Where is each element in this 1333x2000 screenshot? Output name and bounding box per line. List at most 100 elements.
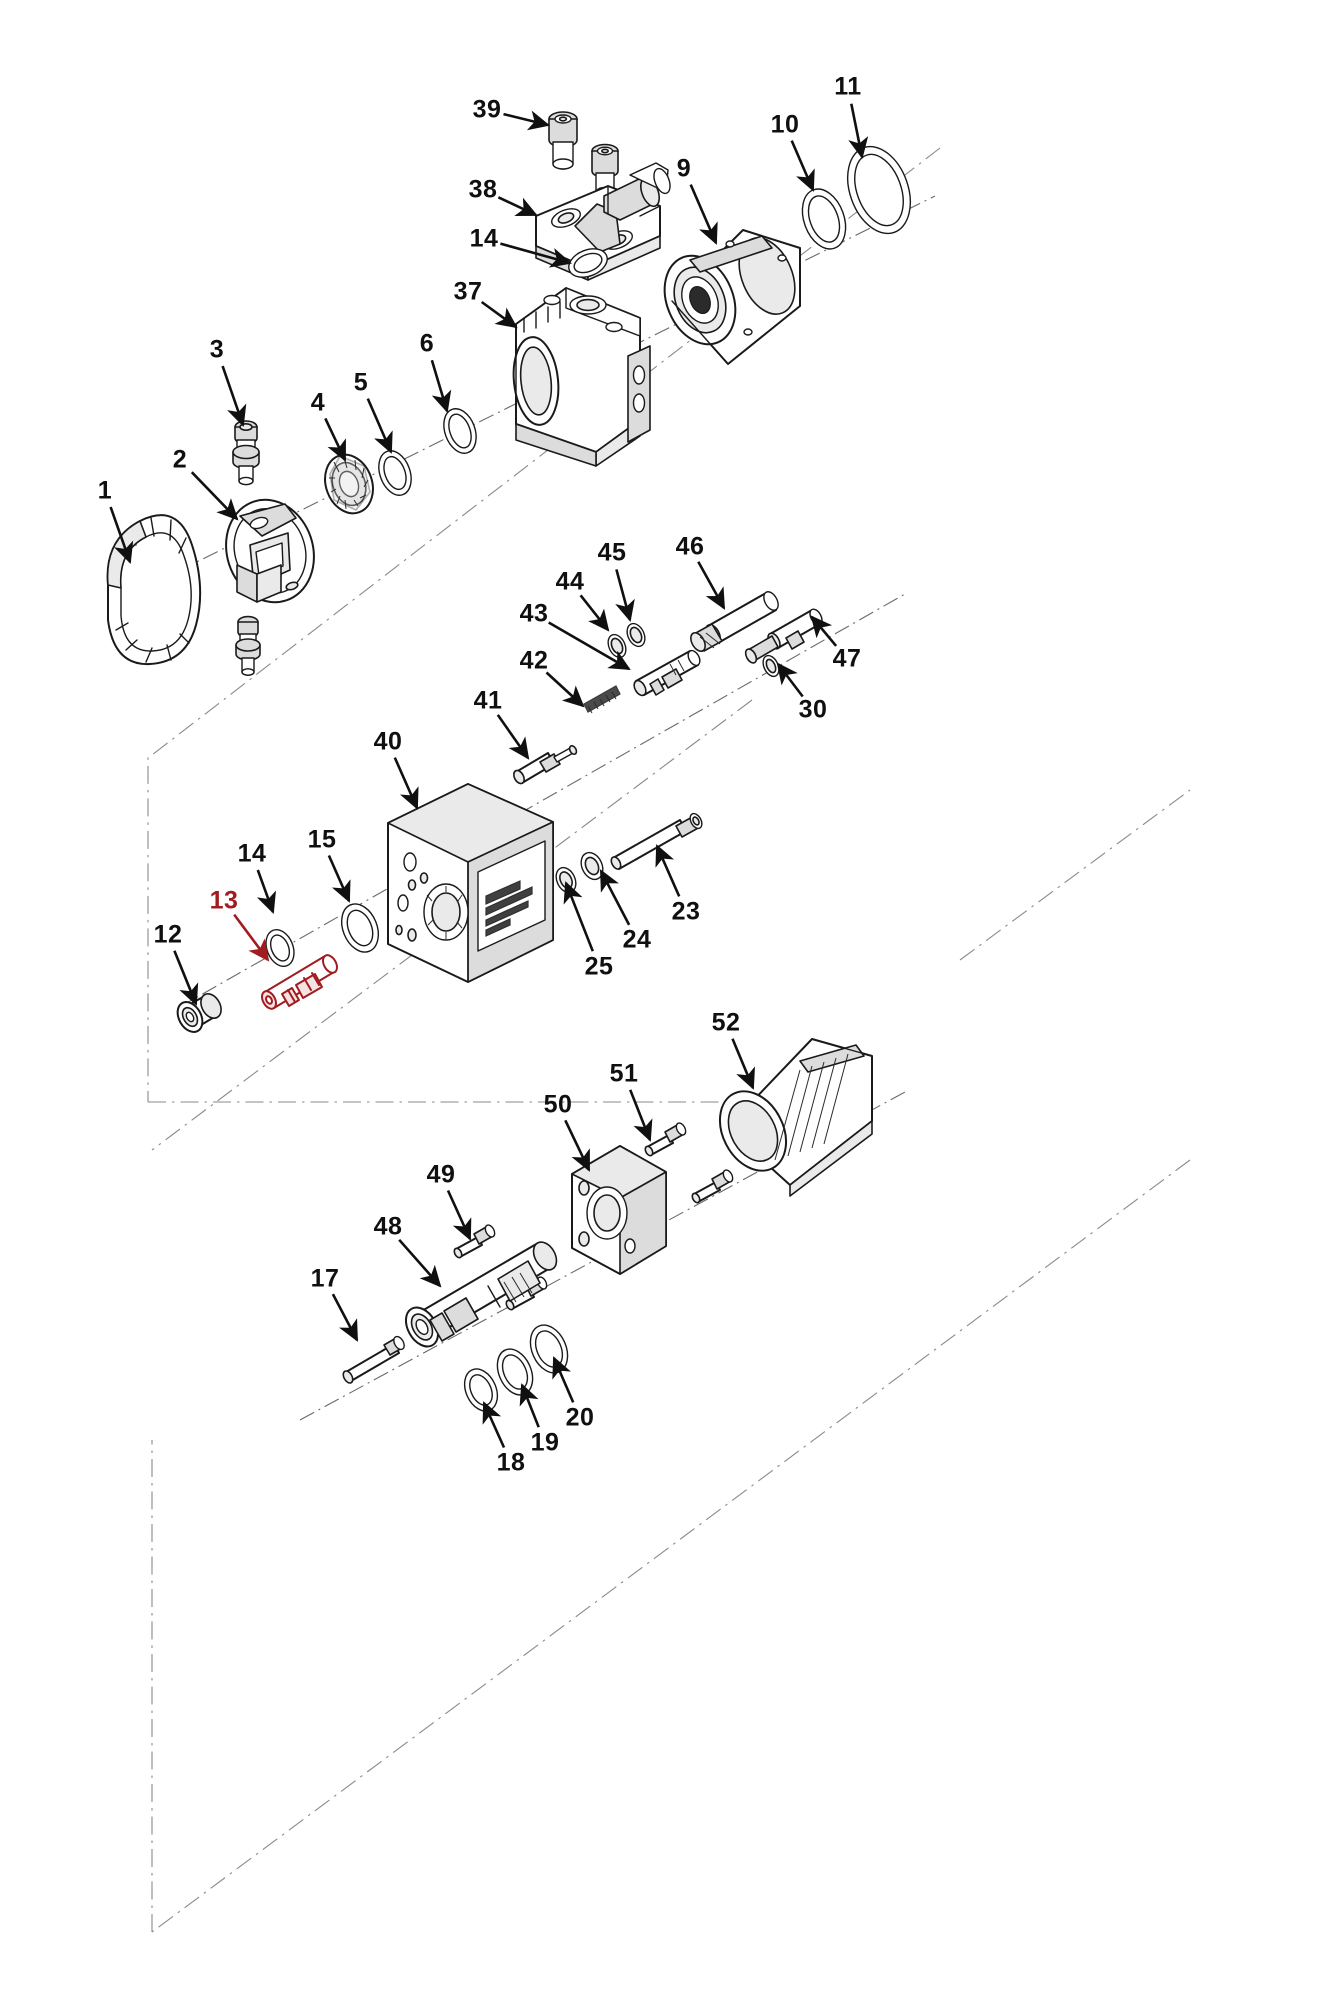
leader-line-15 xyxy=(327,854,351,903)
part-6-oring xyxy=(443,408,477,454)
callout-label-2: 2 xyxy=(172,445,188,474)
part-13-highlighted-cartridge xyxy=(261,954,338,1010)
part-25-washer xyxy=(555,866,577,894)
callout-label-23: 23 xyxy=(671,897,701,926)
part-24-washer xyxy=(580,851,604,881)
leader-line-17 xyxy=(331,1293,359,1342)
callout-label-20: 20 xyxy=(565,1403,595,1432)
callout-label-5: 5 xyxy=(353,368,369,397)
callout-label-9: 9 xyxy=(676,154,692,183)
leader-line-10 xyxy=(790,140,815,192)
leader-line-39 xyxy=(503,110,551,131)
callout-label-46: 46 xyxy=(675,532,705,561)
part-14-oring-lower xyxy=(265,929,295,967)
part-23-long-bolt xyxy=(610,812,703,870)
leader-line-30 xyxy=(776,662,804,698)
callout-label-43: 43 xyxy=(519,599,549,628)
part-52-sleeve xyxy=(718,1038,873,1197)
part-14-oring-upper xyxy=(568,248,608,278)
leader-line-13 xyxy=(233,913,270,962)
part-42-spring xyxy=(583,685,621,714)
part-18-oring xyxy=(463,1368,499,1412)
callout-label-14: 14 xyxy=(237,839,267,868)
part-40-manifold-block xyxy=(387,783,554,983)
leader-line-47 xyxy=(810,615,838,647)
leader-line-25 xyxy=(563,881,595,952)
callout-label-11: 11 xyxy=(834,72,862,101)
leader-line-51 xyxy=(628,1089,653,1142)
part-38-clamp-bracket xyxy=(535,162,671,281)
part-48-piston-assembly xyxy=(404,1241,558,1348)
leader-line-43 xyxy=(548,621,631,671)
leader-line-5 xyxy=(366,398,393,454)
part-40-nameplate xyxy=(477,840,546,952)
leader-line-4 xyxy=(324,417,347,462)
part-9-cartridge xyxy=(663,229,801,365)
callout-label-51: 51 xyxy=(609,1059,639,1088)
part-15-oring xyxy=(340,903,380,953)
callout-label-30: 30 xyxy=(798,695,828,724)
callout-label-25: 25 xyxy=(584,952,614,981)
leader-line-45 xyxy=(615,569,635,623)
leader-line-37 xyxy=(480,300,518,329)
callout-label-52: 52 xyxy=(711,1008,741,1037)
leader-line-24 xyxy=(599,869,631,926)
leader-line-11 xyxy=(848,103,869,160)
part-3-fitting xyxy=(232,420,260,486)
callout-leader-lines xyxy=(109,103,869,1449)
leader-line-48 xyxy=(398,1238,442,1288)
callout-label-47: 47 xyxy=(832,644,862,673)
leader-line-12 xyxy=(173,950,199,1006)
callout-label-3: 3 xyxy=(209,335,225,364)
part-2-housing xyxy=(225,498,315,604)
leader-line-50 xyxy=(564,1119,591,1172)
leader-line-23 xyxy=(655,844,681,897)
leader-line-6 xyxy=(430,359,452,413)
leader-line-41 xyxy=(496,714,530,760)
leader-line-1 xyxy=(109,506,134,564)
leader-line-18 xyxy=(482,1401,506,1449)
leader-line-40 xyxy=(393,757,419,810)
leader-line-9 xyxy=(689,184,718,245)
leader-line-14 xyxy=(256,869,276,914)
callout-label-39: 39 xyxy=(472,95,502,124)
part-50-flange xyxy=(571,1145,667,1275)
callout-label-44: 44 xyxy=(555,567,585,596)
callout-label-1: 1 xyxy=(97,476,113,505)
callout-label-6: 6 xyxy=(419,329,435,358)
callout-label-48: 48 xyxy=(373,1212,403,1241)
part-3-fitting-lower xyxy=(235,615,261,676)
callout-label-38: 38 xyxy=(468,175,498,204)
callout-label-37: 37 xyxy=(453,277,483,306)
callout-label-4: 4 xyxy=(310,388,326,417)
callout-label-40: 40 xyxy=(373,727,403,756)
part-45-seal xyxy=(626,622,646,648)
part-17-pin xyxy=(342,1335,405,1384)
leader-line-44 xyxy=(579,594,610,632)
callout-label-24: 24 xyxy=(622,925,652,954)
leader-line-19 xyxy=(519,1383,540,1428)
callout-label-13: 13 xyxy=(209,886,239,915)
callout-label-50: 50 xyxy=(543,1090,573,1119)
leader-line-3 xyxy=(221,365,247,427)
part-43-cartridge xyxy=(633,649,701,697)
leader-line-20 xyxy=(552,1356,575,1403)
callout-label-15: 15 xyxy=(307,825,337,854)
callout-label-10: 10 xyxy=(770,110,800,139)
callout-label-45: 45 xyxy=(597,538,627,567)
part-46-tube xyxy=(690,591,779,653)
leader-line-2 xyxy=(190,471,239,521)
leader-line-14 xyxy=(500,242,573,268)
callout-label-49: 49 xyxy=(426,1160,456,1189)
callout-label-41: 41 xyxy=(473,686,503,715)
part-51-screws xyxy=(644,1122,734,1204)
part-37-valve-body xyxy=(512,287,651,467)
part-10-oring xyxy=(801,188,847,250)
part-5-oring xyxy=(378,450,412,496)
part-39-socket-screws xyxy=(548,111,619,198)
callout-label-19: 19 xyxy=(530,1428,560,1457)
callout-label-18: 18 xyxy=(496,1448,526,1477)
callout-label-42: 42 xyxy=(519,646,549,675)
